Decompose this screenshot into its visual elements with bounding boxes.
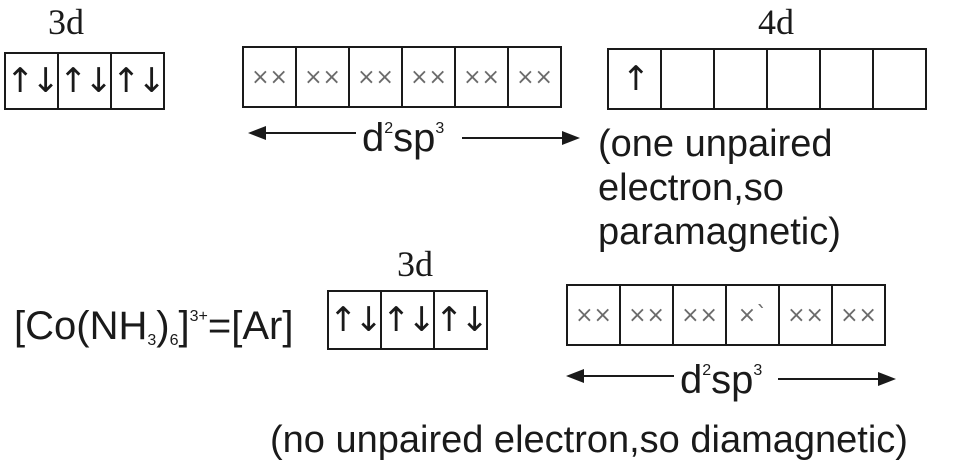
bottom-right-arrow <box>778 372 896 386</box>
orbital-box <box>766 48 821 110</box>
note-line: paramagnetic) <box>598 211 841 253</box>
hybrid-box: ×× <box>619 284 674 346</box>
bottom-hybrid-orbitals: ×× ×× ×× ×` ×× ×× <box>566 284 886 346</box>
top-left-arrow <box>248 126 356 140</box>
orbital-box: ↑↓ <box>433 290 489 350</box>
bottom-3d-label: 3d <box>397 244 433 284</box>
orbital-box <box>713 48 768 110</box>
orbital-box <box>660 48 715 110</box>
top-4d-label: 4d <box>758 2 794 42</box>
orbital-box: ↑↓ <box>4 52 60 110</box>
bottom-magnetism-note: (no unpaired electron,so diamagnetic) <box>270 419 908 461</box>
orbital-box: ↑ <box>607 48 662 110</box>
top-3d-orbitals: ↑↓ ↑↓ ↑↓ <box>4 52 166 110</box>
note-line: electron,so <box>598 167 784 209</box>
top-3d-label: 3d <box>48 2 84 42</box>
orbital-box: ↑↓ <box>110 52 166 110</box>
hybrid-box: ×` <box>725 284 780 346</box>
bottom-left-arrow <box>566 369 674 383</box>
hybrid-box: ×× <box>295 46 350 108</box>
hybrid-box: ×× <box>242 46 297 108</box>
hybrid-box: ×× <box>348 46 403 108</box>
hybrid-box: ×× <box>454 46 509 108</box>
bottom-3d-orbitals: ↑↓ ↑↓ ↑↓ <box>327 290 489 350</box>
hybrid-box: ×× <box>507 46 562 108</box>
top-magnetism-note: (one unpaired electron,so paramagnetic) <box>598 122 841 254</box>
top-4d-orbitals: ↑ <box>607 48 927 110</box>
hybrid-box: ×× <box>566 284 621 346</box>
top-hybrid-label: d2sp3 <box>362 116 445 160</box>
orbital-box <box>872 48 927 110</box>
bottom-hybrid-label: d2sp3 <box>680 358 763 402</box>
orbital-box: ↑↓ <box>57 52 113 110</box>
note-line: (one unpaired <box>598 123 833 165</box>
orbital-box <box>819 48 874 110</box>
orbital-box: ↑↓ <box>327 290 383 350</box>
hybrid-box: ×× <box>401 46 456 108</box>
orbital-box: ↑↓ <box>380 290 436 350</box>
hybrid-box: ×× <box>778 284 833 346</box>
hybrid-box: ×× <box>831 284 886 346</box>
complex-formula: [Co(NH3)6]3+=[Ar] <box>14 304 294 349</box>
top-hybrid-orbitals: ×× ×× ×× ×× ×× ×× <box>242 46 562 108</box>
top-right-arrow <box>462 131 580 145</box>
hybrid-box: ×× <box>672 284 727 346</box>
